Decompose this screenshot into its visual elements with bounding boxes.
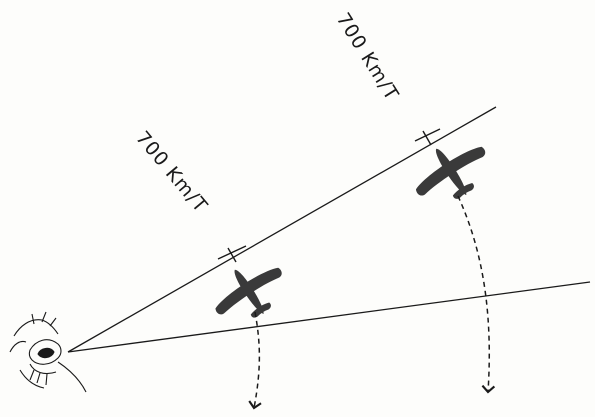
sight-line-lower <box>67 281 591 353</box>
speed-label-near: 700 Km/T <box>131 127 212 217</box>
plane-far-group <box>402 126 500 394</box>
plane-near-group <box>202 245 296 410</box>
speed-label-near-group: 700 Km/T <box>131 127 212 217</box>
fall-path-near <box>248 311 262 410</box>
eye-icon <box>9 311 87 393</box>
fall-path-far <box>457 195 496 394</box>
speed-label-far-group: 700 Km/T <box>332 9 403 105</box>
speed-label-far: 700 Km/T <box>332 9 403 105</box>
airplane-icon <box>202 248 296 335</box>
sight-line-upper <box>67 106 497 353</box>
